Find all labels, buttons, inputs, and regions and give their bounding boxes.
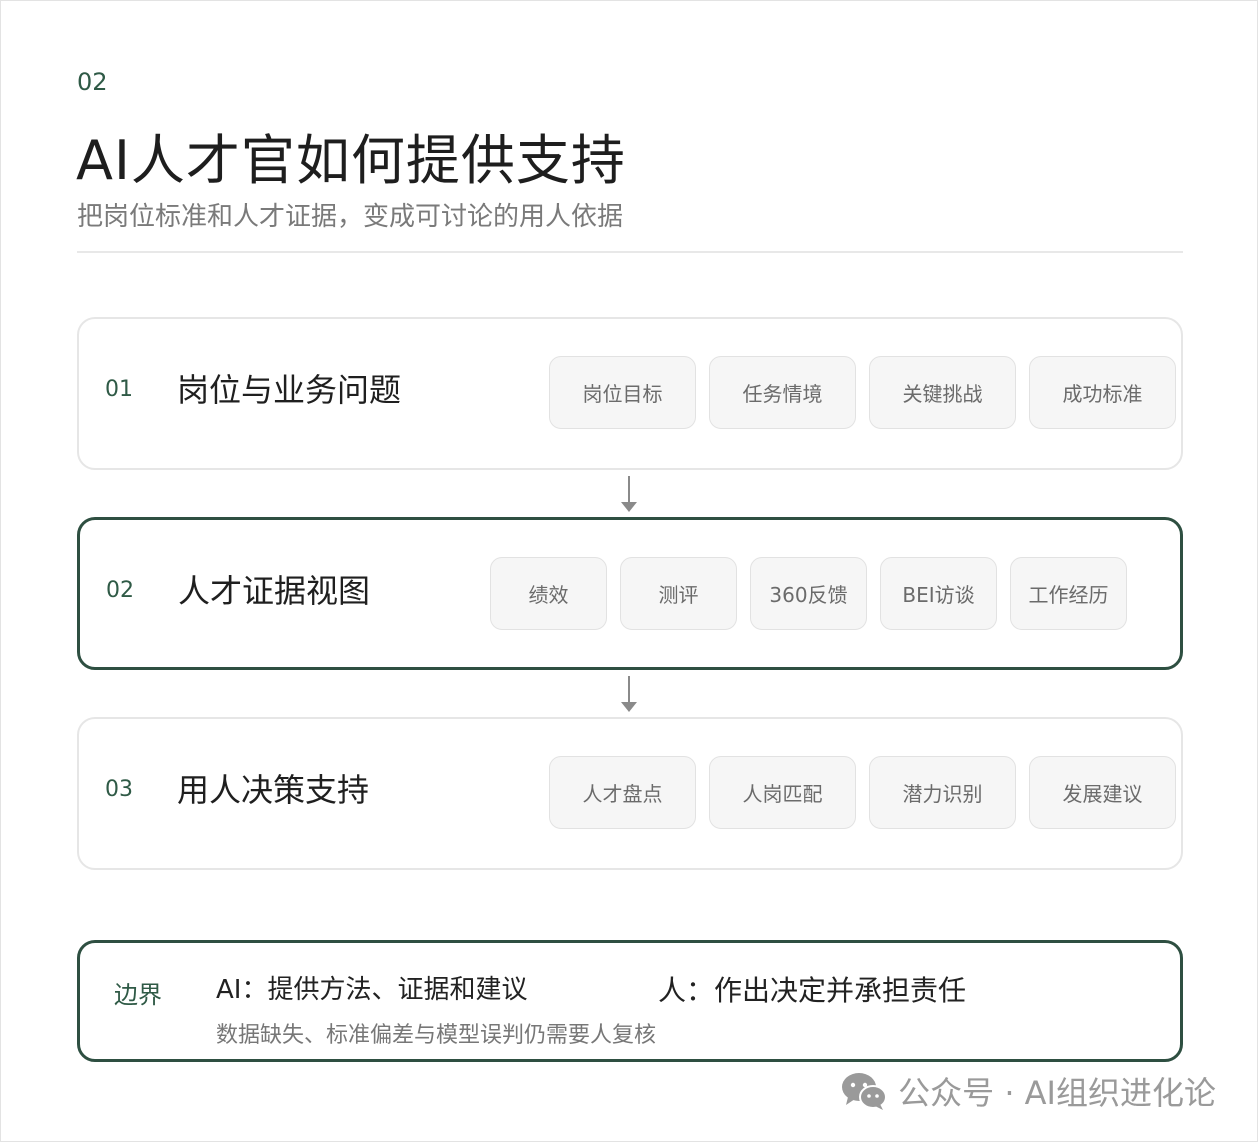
chip: 绩效 xyxy=(490,557,607,630)
stage-number: 03 xyxy=(105,777,133,802)
header-divider xyxy=(77,251,1183,253)
stage-number: 01 xyxy=(105,377,133,402)
chip: BEI访谈 xyxy=(880,557,997,630)
boundary-human-text: 人：作出决定并承担责任 xyxy=(658,974,967,1007)
boundary-note: 数据缺失、标准偏差与模型误判仍需要人复核 xyxy=(216,1023,657,1048)
stage-number: 02 xyxy=(106,578,134,603)
boundary-ai-text: AI：提供方法、证据和建议 xyxy=(216,975,528,1005)
chip: 关键挑战 xyxy=(869,356,1016,429)
boundary-box: 边界 AI：提供方法、证据和建议 人：作出决定并承担责任 数据缺失、标准偏差与模… xyxy=(77,940,1183,1062)
down-arrow-icon xyxy=(621,476,637,512)
boundary-label: 边界 xyxy=(114,981,162,1009)
stage-card-03: 03 用人决策支持 人才盘点 人岗匹配 潜力识别 发展建议 xyxy=(77,717,1183,870)
chip: 测评 xyxy=(620,557,737,630)
stage-card-02: 02 人才证据视图 绩效 测评 360反馈 BEI访谈 工作经历 xyxy=(77,517,1183,670)
chip: 发展建议 xyxy=(1029,756,1176,829)
stage-chips: 绩效 测评 360反馈 BEI访谈 工作经历 xyxy=(490,557,1127,630)
chip: 人才盘点 xyxy=(549,756,696,829)
chip: 360反馈 xyxy=(750,557,867,630)
page-title: AI人才官如何提供支持 xyxy=(76,129,626,192)
watermark-text: 公众号 · AI组织进化论 xyxy=(898,1074,1216,1112)
wechat-icon xyxy=(842,1073,888,1110)
down-arrow-icon xyxy=(621,676,637,712)
chip: 潜力识别 xyxy=(869,756,1016,829)
watermark: 公众号 · AI组织进化论 xyxy=(840,1068,1216,1114)
chip: 任务情境 xyxy=(709,356,856,429)
stage-chips: 人才盘点 人岗匹配 潜力识别 发展建议 xyxy=(549,756,1176,829)
stage-card-01: 01 岗位与业务问题 岗位目标 任务情境 关键挑战 成功标准 xyxy=(77,317,1183,470)
stage-title: 用人决策支持 xyxy=(177,771,370,809)
chip: 人岗匹配 xyxy=(709,756,856,829)
stage-chips: 岗位目标 任务情境 关键挑战 成功标准 xyxy=(549,356,1176,429)
chip: 岗位目标 xyxy=(549,356,696,429)
page-subtitle: 把岗位标准和人才证据，变成可讨论的用人依据 xyxy=(77,202,624,232)
stage-title: 人才证据视图 xyxy=(178,572,371,610)
stage-title: 岗位与业务问题 xyxy=(177,371,402,409)
chip: 工作经历 xyxy=(1010,557,1127,630)
section-number: 02 xyxy=(77,68,108,96)
chip: 成功标准 xyxy=(1029,356,1176,429)
